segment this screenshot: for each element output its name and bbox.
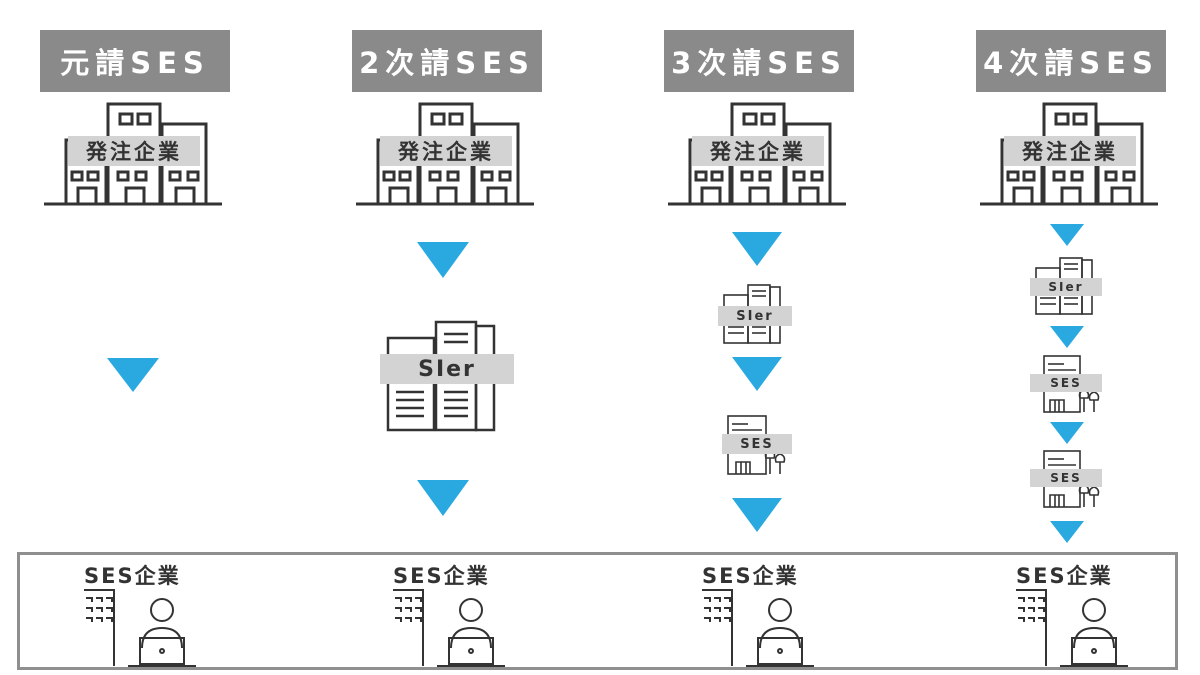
header-col4: 4次請SES bbox=[976, 30, 1166, 92]
ses-building-col4-a: SES bbox=[1030, 354, 1104, 414]
ses-building-col3: SES bbox=[722, 412, 794, 476]
ses-company-col4: SES企業 bbox=[1016, 560, 1156, 670]
person-at-laptop-icon bbox=[1016, 589, 1128, 667]
ses-company-label-col1: SES企業 bbox=[84, 564, 181, 588]
arrow-down-icon bbox=[1050, 224, 1084, 246]
ses-label-col3: SES bbox=[722, 434, 792, 454]
arrow-down-icon bbox=[1050, 422, 1084, 444]
ses-label-col4-b: SES bbox=[1030, 469, 1102, 487]
header-col2: 2次請SES bbox=[352, 30, 542, 92]
sier-label-col2: SIer bbox=[380, 354, 514, 384]
ses-company-col1: SES企業 bbox=[84, 560, 224, 670]
client-label-col3: 発注企業 bbox=[692, 136, 824, 166]
ses-company-label-col4: SES企業 bbox=[1016, 564, 1113, 588]
client-label-col4: 発注企業 bbox=[1004, 136, 1136, 166]
arrow-down-icon bbox=[732, 357, 782, 391]
person-at-laptop-icon bbox=[84, 589, 196, 667]
ses-company-label-col3: SES企業 bbox=[702, 564, 799, 588]
header-col1: 元請SES bbox=[40, 30, 230, 92]
header-col3: 3次請SES bbox=[664, 30, 854, 92]
arrow-down-icon bbox=[732, 232, 782, 266]
ses-company-row bbox=[17, 552, 1178, 670]
ses-building-col4-b: SES bbox=[1030, 449, 1104, 509]
sier-building-col2: SIer bbox=[380, 318, 516, 434]
client-label-col2: 発注企業 bbox=[380, 136, 512, 166]
ses-company-col2: SES企業 bbox=[393, 560, 533, 670]
sier-building-col3: SIer bbox=[718, 283, 794, 345]
arrow-down-icon bbox=[417, 242, 469, 278]
sier-building-col4: SIer bbox=[1030, 256, 1104, 316]
client-label-col1: 発注企業 bbox=[68, 136, 200, 166]
office-building-icon bbox=[44, 102, 222, 206]
arrow-down-icon bbox=[732, 498, 782, 532]
arrow-down-icon bbox=[107, 358, 159, 392]
arrow-down-icon bbox=[417, 480, 469, 516]
person-at-laptop-icon bbox=[393, 589, 505, 667]
client-building-col1: 発注企業 bbox=[44, 100, 224, 210]
sier-label-col3: SIer bbox=[718, 306, 792, 326]
ses-company-col3: SES企業 bbox=[702, 560, 842, 670]
arrow-down-icon bbox=[1050, 521, 1084, 543]
client-building-col2: 発注企業 bbox=[356, 100, 536, 210]
ses-label-col4-a: SES bbox=[1030, 374, 1102, 392]
person-at-laptop-icon bbox=[702, 589, 814, 667]
client-building-col4: 発注企業 bbox=[980, 100, 1160, 210]
sier-label-col4: SIer bbox=[1030, 278, 1102, 296]
client-building-col3: 発注企業 bbox=[668, 100, 848, 210]
ses-company-label-col2: SES企業 bbox=[393, 564, 490, 588]
arrow-down-icon bbox=[1050, 326, 1084, 348]
